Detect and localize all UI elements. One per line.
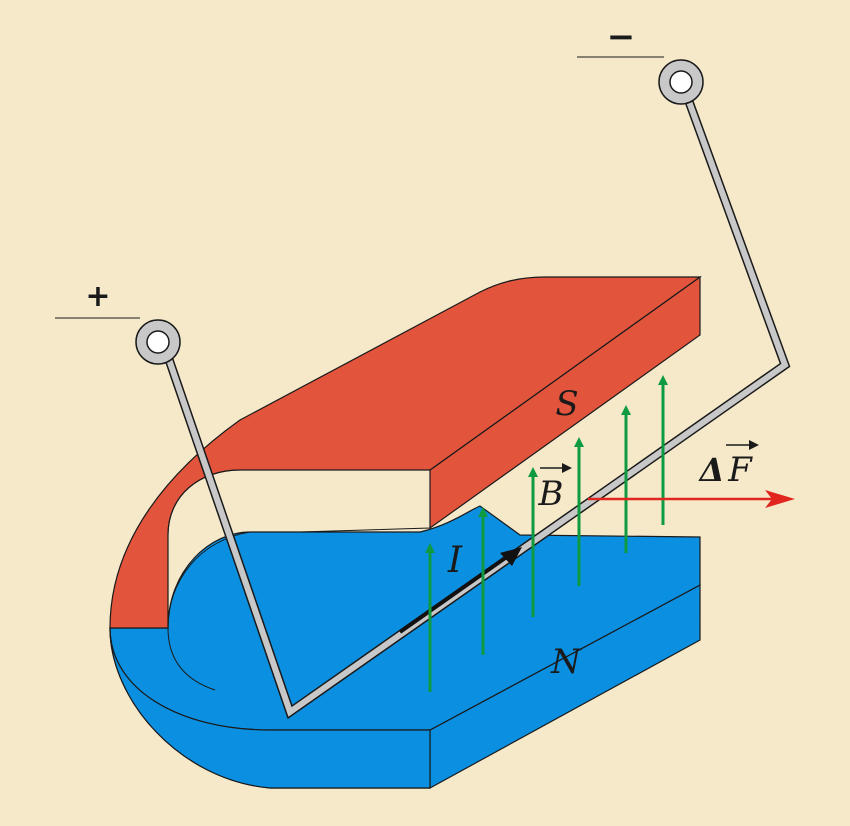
- negative-terminal: −: [577, 17, 704, 105]
- current-label: I: [447, 540, 463, 581]
- south-pole-label: S: [555, 384, 578, 424]
- north-inner-arc: [167, 627, 216, 691]
- positive-terminal: +: [55, 279, 181, 365]
- negative-sign: −: [607, 17, 636, 57]
- south-inner-arc: [167, 531, 300, 629]
- wire: [158, 83, 791, 720]
- right-arrow-icon: [765, 490, 795, 508]
- field-label: B: [538, 474, 564, 514]
- north-curve-side: [109, 627, 431, 789]
- force-arrow: [588, 490, 795, 508]
- current-arrow: [398, 547, 522, 634]
- north-arm-top-face: [109, 505, 701, 731]
- horseshoe-magnet: [109, 275, 702, 790]
- south-underside: [167, 469, 431, 536]
- north-pole-label: N: [550, 642, 582, 682]
- positive-sign: +: [85, 279, 110, 314]
- force-vector-label: Δ F: [698, 440, 759, 490]
- force-delta-label: Δ: [698, 451, 725, 489]
- field-vector-label: B: [538, 463, 572, 514]
- force-label: F: [727, 450, 753, 490]
- field-lines: [425, 375, 668, 692]
